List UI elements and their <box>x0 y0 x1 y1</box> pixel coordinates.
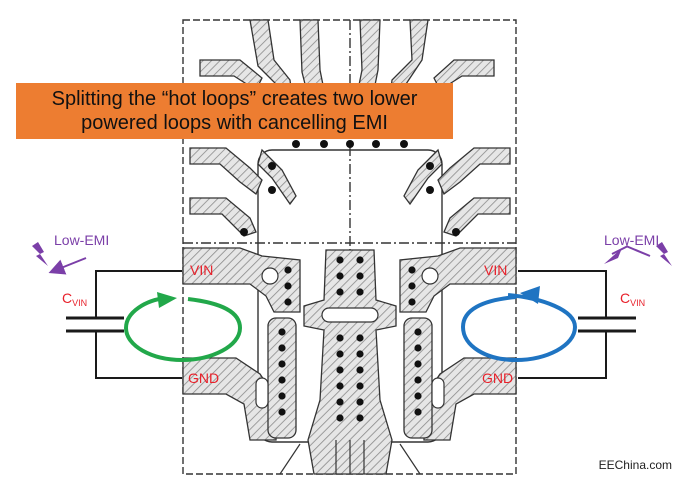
title-banner: Splitting the “hot loops” creates two lo… <box>16 83 453 139</box>
side-pad-traces <box>189 147 511 237</box>
pad-cutouts <box>255 267 445 409</box>
source-credit: EEChina.com <box>598 458 672 472</box>
left-cvin-sub: VIN <box>72 298 88 308</box>
side-vias <box>240 162 460 236</box>
left-gnd-label: GND <box>188 370 220 386</box>
left-vin-label: VIN <box>190 262 214 278</box>
banner-line-2: powered loops with cancelling EMI <box>81 112 388 134</box>
left-capacitor-circuit <box>66 270 182 379</box>
right-vin-label: VIN <box>484 262 508 278</box>
left-cvin-label: CVIN <box>62 290 87 308</box>
right-cvin-sub: VIN <box>630 298 646 308</box>
right-current-loop <box>460 286 578 363</box>
bottom-stubs <box>279 440 421 475</box>
center-switch-pad <box>303 249 397 475</box>
right-cvin-main: C <box>620 290 631 306</box>
left-emi-symbol <box>32 242 87 275</box>
top-vias <box>292 140 408 148</box>
pad-vias <box>278 256 422 422</box>
right-low-emi-label: Low-EMI <box>604 232 660 248</box>
right-emi-symbol <box>604 242 672 266</box>
right-cvin-label: CVIN <box>620 290 645 308</box>
right-gnd-label: GND <box>482 370 514 386</box>
right-capacitor-circuit <box>518 270 636 379</box>
left-cvin-main: C <box>62 290 73 306</box>
banner-line-1: Splitting the “hot loops” creates two lo… <box>51 88 418 110</box>
right-power-pads <box>399 247 517 441</box>
left-current-loop <box>123 292 243 363</box>
left-low-emi-label: Low-EMI <box>54 232 110 248</box>
